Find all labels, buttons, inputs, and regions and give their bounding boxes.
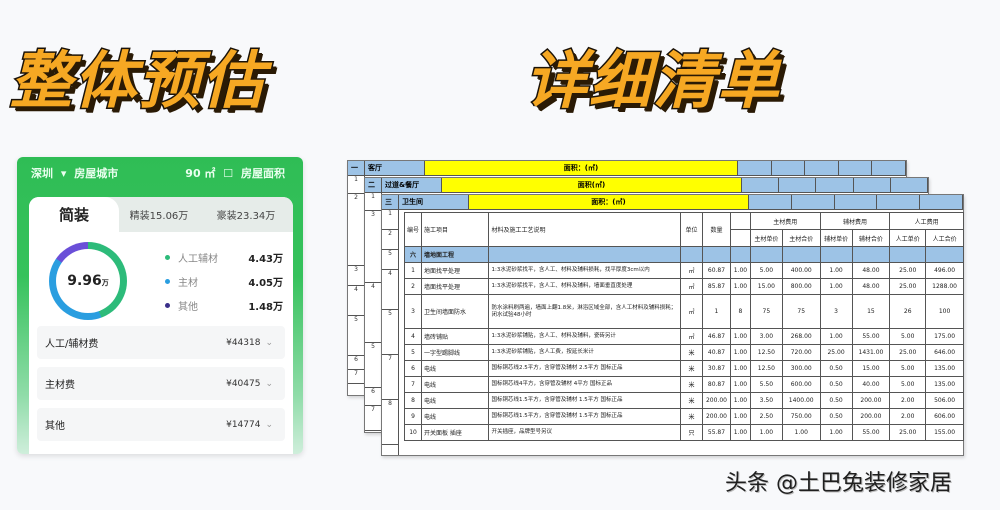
headline-overall-estimate: 整体预估 — [8, 43, 267, 119]
edit-icon: ☐ — [223, 167, 234, 180]
legend-item: 人工辅材 4.43万 — [165, 245, 283, 269]
tab-basic[interactable]: 简装 — [29, 197, 119, 232]
watermark: 头条 @土巴兔装修家居 — [725, 471, 952, 496]
estimate-phone-card: 深圳 ▾ 房屋城市 90 ㎡ ☐ 房屋面积 简装 精装15.06万 豪装23.3… — [17, 157, 303, 454]
row-numbers: 1 3 4 5 6 7 — [365, 193, 382, 432]
cost-row-other[interactable]: 其他 ¥14774⌄ — [37, 408, 285, 441]
chevron-down-icon: ⌄ — [265, 338, 273, 348]
table-header: 主材单价 主材合价 辅材单价 辅材合价 人工单价 人工合价 — [405, 229, 964, 247]
area-action: 房屋面积 — [241, 167, 285, 180]
tab-luxury[interactable]: 豪装23.34万 — [216, 211, 276, 222]
section-row: 六 墙地面工程 — [403, 246, 964, 263]
tab-fine[interactable]: 精装15.06万 — [129, 211, 189, 222]
table-header-group: 编号 施工项目 材料及施工工艺说明 单位 数量 主材费用 辅材费用 人工费用 — [403, 212, 964, 247]
headline-detailed-list: 详细清单 — [523, 43, 782, 119]
city-action: 房屋城市 — [74, 167, 119, 180]
legend-item: 其他 1.48万 — [165, 293, 283, 317]
legend-dot-icon — [165, 302, 170, 308]
spreadsheet-bathroom: 三 卫生间 面积：(㎡) 1 2 5 4 5 7 8 编号 施工项目 材料及施工… — [381, 194, 964, 456]
legend-item: 主材 4.05万 — [165, 269, 283, 293]
chevron-down-icon: ⌄ — [265, 420, 273, 430]
phone-header: 深圳 ▾ 房屋城市 90 ㎡ ☐ 房屋面积 — [17, 157, 303, 181]
row-numbers: 1 2 5 4 5 7 8 — [382, 210, 399, 455]
area-selector[interactable]: 90 ㎡ ☐ 房屋面积 — [185, 165, 289, 181]
legend-dot-icon — [165, 254, 170, 260]
city-selector[interactable]: 深圳 ▾ 房屋城市 — [31, 165, 122, 181]
city-name: 深圳 — [31, 167, 53, 180]
quote-table: 编号 施工项目 材料及施工工艺说明 单位 数量 主材费用 辅材费用 人工费用 主… — [403, 212, 964, 441]
cost-legend: 人工辅材 4.43万 主材 4.05万 其他 1.48万 — [165, 245, 283, 317]
row-numbers: 1 2 3 4 5 6 7 — [348, 176, 365, 395]
cost-row-labor[interactable]: 人工/辅材费 ¥44318⌄ — [37, 326, 285, 359]
chevron-down-icon: ⌄ — [265, 379, 273, 389]
package-tabs: 简装 精装15.06万 豪装23.34万 — [29, 197, 293, 232]
legend-dot-icon — [165, 278, 170, 284]
cost-row-main-materials[interactable]: 主材费 ¥40475⌄ — [37, 367, 285, 400]
caret-down-icon: ▾ — [60, 167, 67, 180]
area-value: 90 ㎡ — [185, 167, 216, 180]
